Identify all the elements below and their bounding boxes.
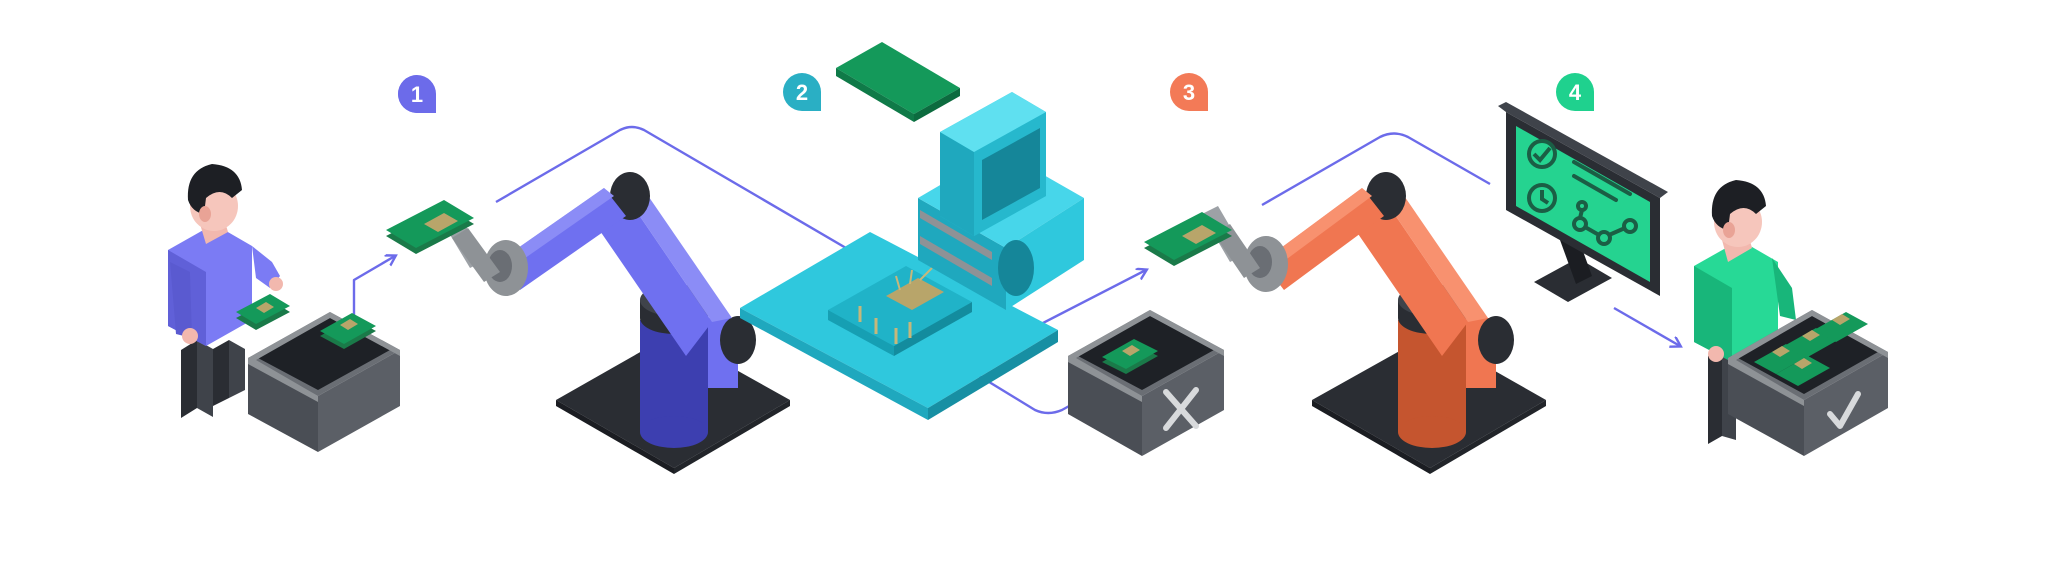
step-number-4: 4 bbox=[1569, 80, 1582, 105]
accept-check-icon bbox=[1827, 391, 1861, 429]
step-number-1: 1 bbox=[411, 82, 423, 107]
inspection-machine bbox=[740, 42, 1084, 420]
arrow-inspection-to-reject bbox=[939, 350, 1112, 415]
pcb-robot-3 bbox=[1144, 212, 1232, 266]
worker-left bbox=[168, 164, 283, 418]
arrow-bin-to-robot bbox=[352, 256, 395, 318]
arrow-monitor-to-accept bbox=[1613, 306, 1680, 346]
robot-arm-3 bbox=[1202, 172, 1546, 474]
robot-arm-1 bbox=[440, 172, 790, 474]
pcb-robot-1 bbox=[386, 200, 474, 254]
accept-bin bbox=[1728, 310, 1888, 456]
clock-icon bbox=[1527, 183, 1557, 213]
step-badge-4: 4 bbox=[1556, 73, 1594, 111]
screen-text-lines bbox=[1572, 160, 1632, 202]
input-bin bbox=[248, 312, 400, 452]
step-number-3: 3 bbox=[1183, 80, 1195, 105]
step-number-2: 2 bbox=[796, 80, 808, 105]
accepted-pcbs bbox=[1754, 312, 1868, 386]
checkmark-circle-icon bbox=[1527, 139, 1557, 169]
step-badge-2: 2 bbox=[783, 73, 821, 111]
arrow-robot1-to-inspection bbox=[495, 125, 858, 255]
worker-right bbox=[1694, 180, 1796, 444]
arrow-robot3-to-monitor bbox=[1261, 132, 1491, 207]
pcb-in-hand bbox=[236, 294, 290, 330]
step-badge-1: 1 bbox=[398, 75, 436, 113]
network-graph-icon bbox=[1572, 200, 1638, 246]
reject-bin bbox=[1068, 310, 1224, 456]
reject-x-icon bbox=[1163, 387, 1199, 431]
monitor bbox=[1498, 102, 1668, 302]
step-badge-3: 3 bbox=[1170, 73, 1208, 111]
